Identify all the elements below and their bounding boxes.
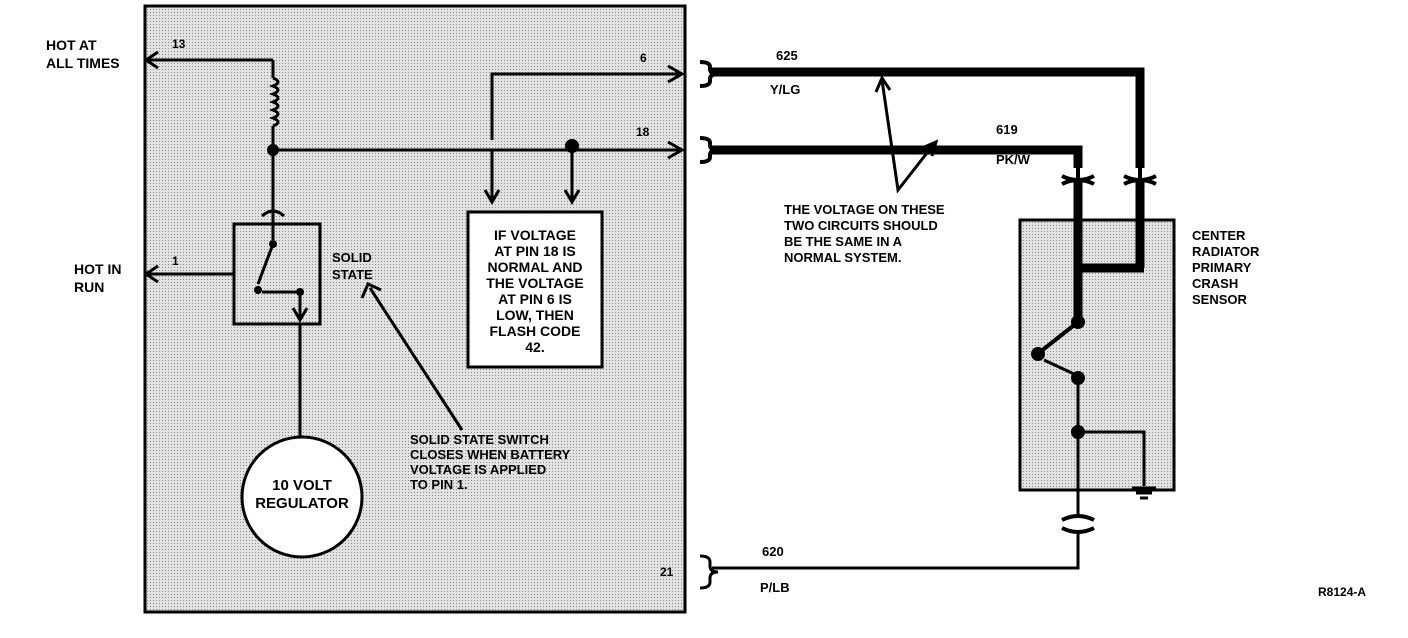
svg-text:RADIATOR: RADIATOR <box>1192 244 1260 259</box>
svg-text:IF VOLTAGE: IF VOLTAGE <box>494 227 576 243</box>
pin-6-line <box>490 64 686 140</box>
pin-13-line <box>143 50 280 150</box>
circuit-625-number: 625 <box>776 48 798 63</box>
svg-text:42.: 42. <box>525 339 544 355</box>
circuit-620-wire <box>712 514 1095 570</box>
svg-text:NORMAL SYSTEM.: NORMAL SYSTEM. <box>784 250 902 265</box>
svg-text:HOT AT: HOT AT <box>46 37 97 53</box>
svg-text:BE THE SAME IN A: BE THE SAME IN A <box>784 234 903 249</box>
circuit-619-color: PK/W <box>996 152 1031 167</box>
pin-21-label: 21 <box>660 565 674 579</box>
circuit-620-color: P/LB <box>760 580 790 595</box>
svg-text:AT PIN 18 IS: AT PIN 18 IS <box>494 243 575 259</box>
module-box <box>143 4 687 614</box>
svg-text:VOLTAGE IS APPLIED: VOLTAGE IS APPLIED <box>410 462 546 477</box>
regulator-label: 10 VOLT REGULATOR <box>255 477 349 512</box>
voltage-note-text: THE VOLTAGE ON THESE TWO CIRCUITS SHOULD… <box>784 202 945 265</box>
circuit-625-color: Y/LG <box>770 82 800 97</box>
pin-18-bus <box>267 139 686 205</box>
svg-text:THE VOLTAGE ON THESE: THE VOLTAGE ON THESE <box>784 202 945 217</box>
pin-6-label: 6 <box>640 51 647 65</box>
svg-text:CENTER: CENTER <box>1192 228 1246 243</box>
flash-note-text: IF VOLTAGE AT PIN 18 IS NORMAL AND THE V… <box>486 227 583 355</box>
svg-text:THE VOLTAGE: THE VOLTAGE <box>486 275 583 291</box>
svg-text:SOLID: SOLID <box>332 250 372 265</box>
svg-text:10 VOLT: 10 VOLT <box>272 477 332 494</box>
svg-text:LOW, THEN: LOW, THEN <box>496 307 574 323</box>
circuit-620-number: 620 <box>762 544 784 559</box>
solid-state-label: SOLID STATE <box>332 250 373 282</box>
svg-text:ALL TIMES: ALL TIMES <box>46 55 120 71</box>
hot-in-run-label: HOT IN RUN <box>74 261 121 295</box>
pin-21-connector <box>699 554 719 590</box>
flash-note-box <box>466 210 604 369</box>
regulator-circle <box>240 435 364 559</box>
svg-text:CRASH: CRASH <box>1192 276 1238 291</box>
pin-18-label: 18 <box>636 125 650 139</box>
sensor-connectors <box>1061 174 1157 186</box>
solid-state-switch <box>143 150 322 440</box>
svg-text:TWO CIRCUITS SHOULD: TWO CIRCUITS SHOULD <box>784 218 938 233</box>
figure-id: R8124-A <box>1318 585 1366 599</box>
svg-text:REGULATOR: REGULATOR <box>255 495 349 512</box>
hot-at-all-times-label: HOT AT ALL TIMES <box>46 37 120 71</box>
pin-1-label: 1 <box>172 254 179 268</box>
circuit-619-number: 619 <box>996 122 1018 137</box>
svg-text:FLASH CODE: FLASH CODE <box>490 323 581 339</box>
svg-text:PRIMARY: PRIMARY <box>1192 260 1252 275</box>
sensor-internal <box>1031 182 1156 515</box>
pin-13-label: 13 <box>172 37 186 51</box>
switch-note-text: SOLID STATE SWITCH CLOSES WHEN BATTERY V… <box>410 432 571 492</box>
svg-text:NORMAL AND: NORMAL AND <box>488 259 583 275</box>
svg-text:SOLID STATE SWITCH: SOLID STATE SWITCH <box>410 432 549 447</box>
svg-text:STATE: STATE <box>332 267 373 282</box>
svg-text:HOT IN: HOT IN <box>74 261 121 277</box>
solid-state-pointer <box>368 287 464 431</box>
svg-text:CLOSES WHEN BATTERY: CLOSES WHEN BATTERY <box>410 447 571 462</box>
svg-text:AT PIN 6 IS: AT PIN 6 IS <box>498 291 572 307</box>
sensor-label: CENTER RADIATOR PRIMARY CRASH SENSOR <box>1192 228 1260 307</box>
svg-text:SENSOR: SENSOR <box>1192 292 1248 307</box>
svg-text:RUN: RUN <box>74 279 104 295</box>
voltage-note-pointer <box>880 79 936 194</box>
svg-text:TO PIN 1.: TO PIN 1. <box>410 477 468 492</box>
